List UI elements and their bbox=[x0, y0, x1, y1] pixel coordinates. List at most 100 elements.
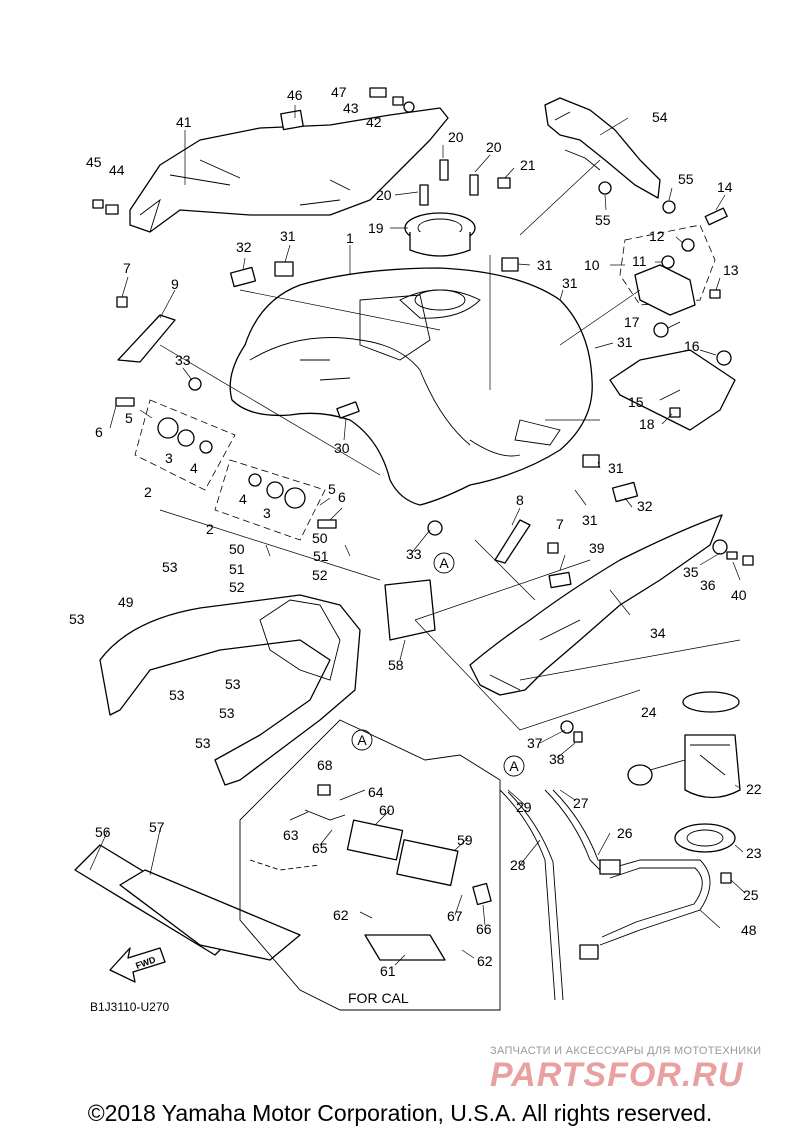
grommet-55b bbox=[598, 181, 612, 195]
pad-32b bbox=[611, 481, 639, 503]
callout-16: 16 bbox=[684, 338, 700, 354]
callout-39: 39 bbox=[589, 540, 605, 556]
bolt-14 bbox=[704, 207, 728, 226]
fuel-pump-22 bbox=[684, 734, 741, 799]
part-shapes bbox=[74, 87, 754, 1011]
callout-12: 12 bbox=[649, 228, 665, 244]
canister-60 bbox=[346, 819, 404, 861]
circle-a-2: A bbox=[351, 729, 373, 751]
callout-66: 66 bbox=[476, 921, 492, 937]
callout-1: 1 bbox=[346, 230, 354, 246]
collar-4b bbox=[248, 473, 262, 487]
callout-48: 48 bbox=[741, 922, 757, 938]
callout-31: 31 bbox=[608, 460, 624, 476]
callout-53: 53 bbox=[169, 687, 185, 703]
callout-56: 56 bbox=[95, 824, 111, 840]
callout-5: 5 bbox=[328, 481, 336, 497]
callout-31: 31 bbox=[617, 334, 633, 350]
callout-65: 65 bbox=[312, 840, 328, 856]
svg-text:A: A bbox=[357, 732, 367, 748]
side-cover-right bbox=[469, 514, 723, 696]
callout-20: 20 bbox=[376, 187, 392, 203]
side-cover-left bbox=[129, 107, 449, 233]
callout-53: 53 bbox=[219, 705, 235, 721]
callout-51: 51 bbox=[313, 548, 329, 564]
callout-43: 43 bbox=[343, 100, 359, 116]
svg-text:A: A bbox=[509, 758, 519, 774]
collar-3b bbox=[266, 481, 284, 499]
collar-4a bbox=[199, 440, 213, 454]
callout-6: 6 bbox=[338, 489, 346, 505]
for-cal-box bbox=[239, 719, 501, 1011]
callout-63: 63 bbox=[283, 827, 299, 843]
callout-31: 31 bbox=[582, 512, 598, 528]
pad-32a bbox=[229, 266, 257, 288]
bolt-40 bbox=[742, 555, 754, 566]
canister-59 bbox=[396, 839, 459, 887]
callout-52: 52 bbox=[312, 567, 328, 583]
callout-53: 53 bbox=[195, 735, 211, 751]
callout-3: 3 bbox=[165, 450, 173, 466]
callout-numbers: 1 2 2 3 3 4 4 5 5 6 6 7 7 8 9 10 11 12 1… bbox=[69, 84, 762, 979]
bracket-10 bbox=[634, 264, 696, 316]
filler-neck bbox=[409, 232, 471, 257]
callout-21: 21 bbox=[520, 157, 536, 173]
callout-40: 40 bbox=[731, 587, 747, 603]
stay-15 bbox=[609, 349, 736, 431]
pad-46 bbox=[280, 109, 304, 131]
hose-26 bbox=[544, 789, 601, 871]
fwd-arrow-icon bbox=[109, 947, 166, 983]
damper-31a bbox=[274, 261, 294, 277]
callout-61: 61 bbox=[380, 963, 396, 979]
watermark-brand: PARTSFOR.RU bbox=[490, 1056, 744, 1094]
collar-36 bbox=[726, 551, 738, 560]
bracket-61 bbox=[364, 934, 446, 961]
copyright-footer: ©2018 Yamaha Motor Corporation, U.S.A. A… bbox=[87, 1100, 713, 1126]
grommet-37 bbox=[560, 720, 574, 734]
callout-31: 31 bbox=[562, 275, 578, 291]
callout-4: 4 bbox=[190, 460, 198, 476]
circle-a-3: A bbox=[503, 755, 525, 777]
bracket-54 bbox=[544, 97, 661, 199]
callout-38: 38 bbox=[549, 751, 565, 767]
callout-20: 20 bbox=[486, 139, 502, 155]
callout-50: 50 bbox=[229, 541, 245, 557]
callout-37: 37 bbox=[527, 735, 543, 751]
bolt-44 bbox=[105, 204, 119, 215]
bolt-13 bbox=[709, 289, 721, 299]
stay-8 bbox=[494, 519, 531, 564]
callout-67: 67 bbox=[447, 908, 463, 924]
callout-23: 23 bbox=[746, 845, 762, 861]
callout-46: 46 bbox=[287, 87, 303, 103]
bolt-45 bbox=[92, 199, 104, 209]
callout-51: 51 bbox=[229, 561, 245, 577]
bracket-63 bbox=[304, 809, 346, 821]
callout-19: 19 bbox=[368, 220, 384, 236]
callout-4: 4 bbox=[239, 491, 247, 507]
callout-30: 30 bbox=[334, 440, 350, 456]
bolt-18 bbox=[669, 407, 681, 418]
connector-48b bbox=[579, 944, 599, 960]
callout-27: 27 bbox=[573, 795, 589, 811]
callout-20: 20 bbox=[448, 129, 464, 145]
callout-2: 2 bbox=[144, 484, 152, 500]
callout-53: 53 bbox=[225, 676, 241, 692]
group-2b-outline bbox=[214, 459, 326, 541]
grommet-35 bbox=[712, 539, 728, 555]
float-22 bbox=[627, 764, 653, 786]
watermark-tagline: ЗАПЧАСТИ И АКСЕССУАРЫ ДЛЯ МОТОТЕХНИКИ bbox=[490, 1045, 762, 1057]
callout-34: 34 bbox=[650, 625, 666, 641]
callout-3: 3 bbox=[263, 505, 271, 521]
callout-68: 68 bbox=[317, 757, 333, 773]
collar-11 bbox=[661, 255, 675, 269]
callout-29: 29 bbox=[516, 799, 532, 815]
callout-44: 44 bbox=[109, 162, 125, 178]
callout-6: 6 bbox=[95, 424, 103, 440]
callout-2: 2 bbox=[206, 521, 214, 537]
bolt-20a bbox=[439, 159, 449, 181]
for-cal-label: FOR CAL bbox=[348, 990, 409, 1006]
hose-48 bbox=[599, 859, 711, 946]
collar-43 bbox=[392, 96, 404, 106]
callout-42: 42 bbox=[366, 114, 382, 130]
callout-25: 25 bbox=[743, 887, 759, 903]
